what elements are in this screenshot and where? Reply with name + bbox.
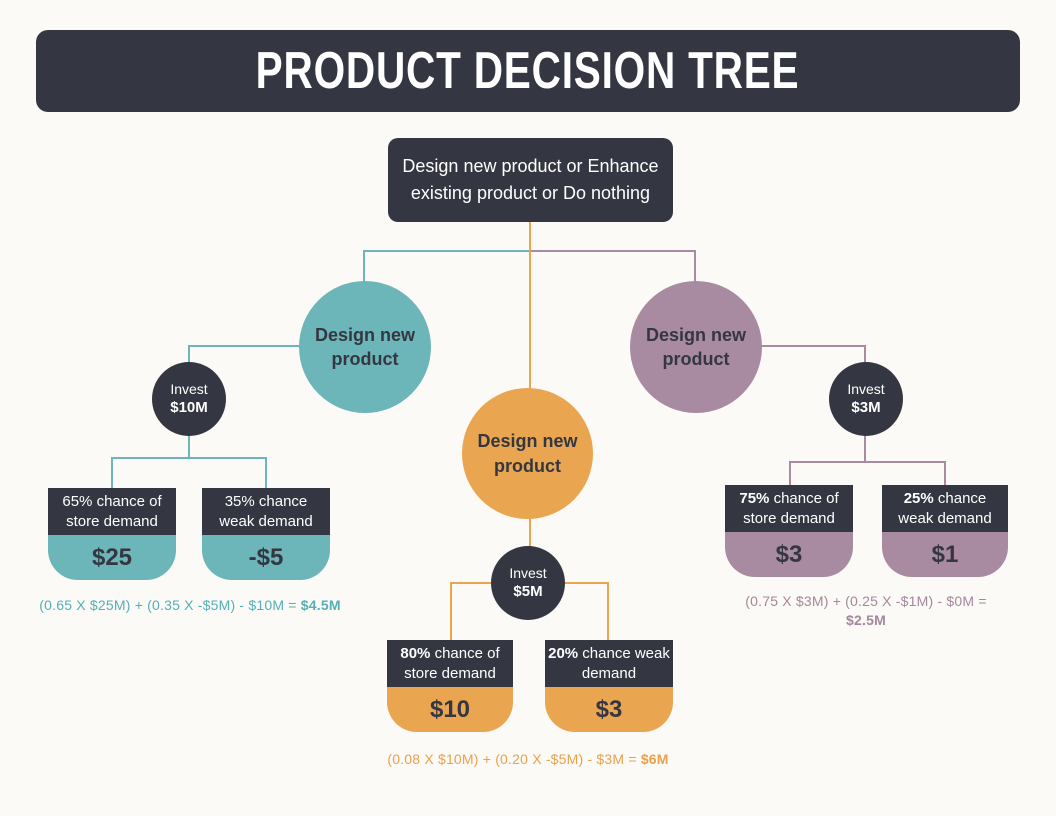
outcome-value: $25 <box>48 535 176 580</box>
expected-value-formula-orange: (0.08 X $10M) + (0.20 X -$5M) - $3M = $6… <box>368 751 688 767</box>
outcome-value: $10 <box>387 687 513 732</box>
connector-root-right-horizontal <box>530 250 696 252</box>
connector-root-left-vertical <box>363 250 365 285</box>
outcome-box-mid-weak: 20% chance weak demand $3 <box>545 640 673 732</box>
connector-root-left-horizontal <box>363 250 531 252</box>
outcome-header: 35% chance weak demand <box>202 488 330 535</box>
outcome-value: $3 <box>725 532 853 577</box>
outcome-box-mid-store: 80% chance of store demand $10 <box>387 640 513 732</box>
outcome-description: chance weak demand <box>219 493 313 530</box>
decision-circle-teal: Design new product <box>299 281 431 413</box>
decision-circle-teal-label: Design new product <box>314 324 416 369</box>
outcome-box-right-store: 75% chance of store demand $3 <box>725 485 853 577</box>
outcome-probability: 65% <box>62 493 93 510</box>
outcome-description: chance of store demand <box>404 645 500 682</box>
outcome-box-left-store: 65% chance of store demand $25 <box>48 488 176 580</box>
invest-circle-10m: Invest $10M <box>152 362 226 436</box>
connector-left-outcomes-horizontal <box>111 457 267 459</box>
connector-root-right-vertical <box>694 250 696 284</box>
outcome-header: 65% chance of store demand <box>48 488 176 535</box>
invest-circle-3m: Invest $3M <box>829 362 903 436</box>
formula-result: $2.5M <box>846 612 886 628</box>
connector-invest10-down <box>188 432 190 459</box>
connector-invest3-down <box>864 432 866 463</box>
outcome-value: $1 <box>882 532 1008 577</box>
invest-amount: $3M <box>851 399 881 417</box>
outcome-probability: 75% <box>739 490 770 507</box>
invest-label: Invest <box>170 381 208 398</box>
invest-label: Invest <box>509 565 547 582</box>
decision-circle-orange-label: Design new product <box>477 431 578 476</box>
connector-root-middle-vertical <box>529 222 531 390</box>
root-decision-label: Design new product or Enhance existing p… <box>402 156 659 203</box>
decision-circle-orange: Design new product <box>462 388 593 519</box>
formula-result: $6M <box>640 751 669 767</box>
invest-amount: $5M <box>513 583 543 601</box>
outcome-header: 80% chance of store demand <box>387 640 513 687</box>
invest-circle-5m: Invest $5M <box>491 546 565 620</box>
formula-expression: (0.75 X $3M) + (0.25 X -$1M) - $0M = <box>745 593 987 609</box>
connector-left-outcome1-vertical <box>111 457 113 489</box>
outcome-header: 25% chance weak demand <box>882 485 1008 532</box>
expected-value-formula-purple: (0.75 X $3M) + (0.25 X -$1M) - $0M = $2.5… <box>731 593 1001 628</box>
connector-right-outcomes-horizontal <box>789 461 946 463</box>
outcome-description: chance of store demand <box>743 490 839 527</box>
decision-circle-purple: Design new product <box>630 281 762 413</box>
outcome-header: 75% chance of store demand <box>725 485 853 532</box>
outcome-box-left-weak: 35% chance weak demand -$5 <box>202 488 330 580</box>
root-decision-node: Design new product or Enhance existing p… <box>388 138 673 222</box>
outcome-probability: 80% <box>400 645 431 662</box>
connector-teal-to-invest-horizontal <box>188 345 303 347</box>
connector-right-outcome1-vertical <box>789 461 791 488</box>
outcome-header: 20% chance weak demand <box>545 640 673 687</box>
page-title: PRODUCT DECISION TREE <box>256 42 800 100</box>
outcome-value: -$5 <box>202 535 330 580</box>
invest-amount: $10M <box>170 399 208 417</box>
connector-mid-outcome2-vertical <box>607 582 609 640</box>
outcome-probability: 25% <box>903 490 934 507</box>
outcome-value: $3 <box>545 687 673 732</box>
connector-teal-to-invest-vertical <box>188 345 190 367</box>
formula-expression: (0.65 X $25M) + (0.35 X -$5M) - $10M = <box>39 597 301 613</box>
outcome-description: chance of store demand <box>66 493 162 530</box>
invest-label: Invest <box>847 381 885 398</box>
connector-right-outcome2-vertical <box>944 461 946 488</box>
outcome-description: chance weak demand <box>581 645 670 682</box>
formula-expression: (0.08 X $10M) + (0.20 X -$5M) - $3M = <box>387 751 641 767</box>
connector-purple-to-invest-vertical <box>864 345 866 367</box>
title-bar: PRODUCT DECISION TREE <box>36 30 1020 112</box>
connector-mid-outcome1-vertical <box>450 582 452 640</box>
connector-left-outcome2-vertical <box>265 457 267 489</box>
outcome-probability: 20% <box>548 645 579 662</box>
outcome-probability: 35% <box>224 493 255 510</box>
expected-value-formula-teal: (0.65 X $25M) + (0.35 X -$5M) - $10M = $… <box>30 597 350 613</box>
decision-circle-purple-label: Design new product <box>645 324 747 369</box>
connector-orange-to-invest-vertical <box>529 517 531 549</box>
connector-purple-to-invest-horizontal <box>761 345 866 347</box>
outcome-box-right-weak: 25% chance weak demand $1 <box>882 485 1008 577</box>
formula-result: $4.5M <box>300 597 341 613</box>
outcome-description: chance weak demand <box>898 490 992 527</box>
